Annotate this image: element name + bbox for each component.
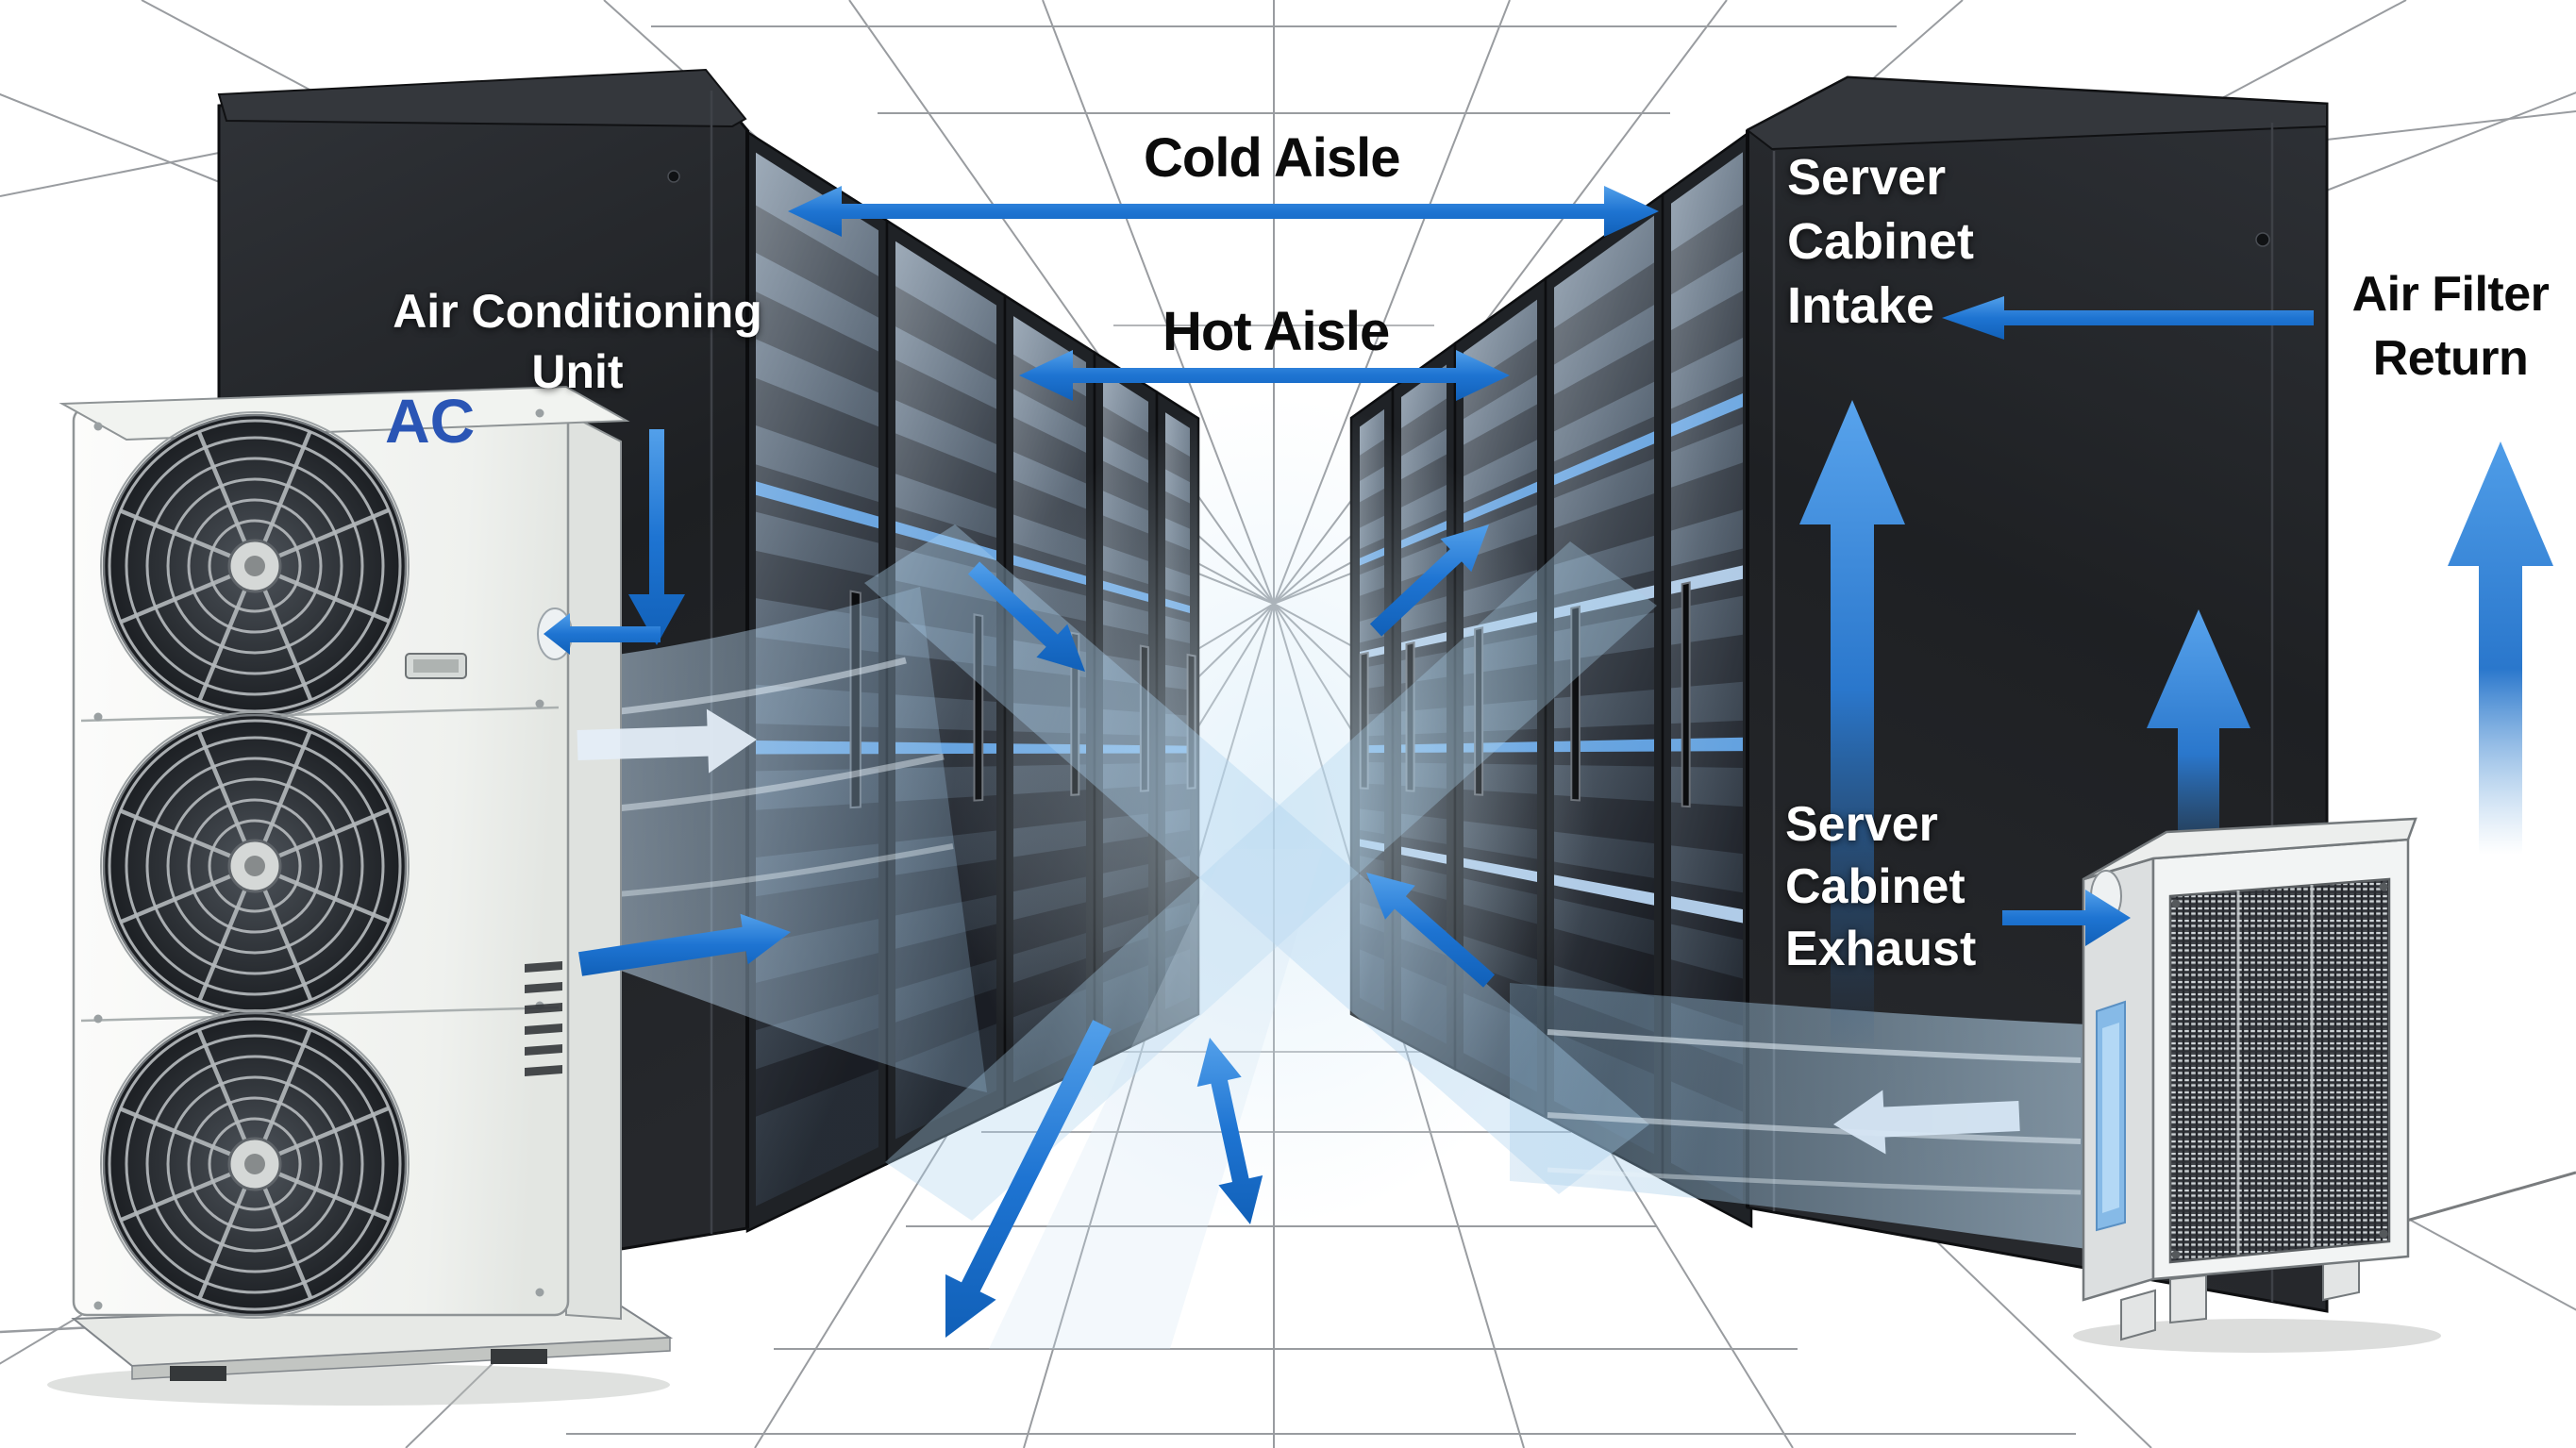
aisle-double-arrow-icon (1196, 1038, 1263, 1224)
aisle-arrow-up-left-icon (1366, 873, 1495, 988)
ac-supply-stream (559, 587, 987, 1092)
ac-louver-vents (525, 961, 562, 1076)
exhaust-line3: Exhaust (1785, 922, 1977, 977)
screw-icon (2171, 882, 2388, 1259)
supply-stream-white-arrow-icon (577, 708, 757, 774)
flow-arrows (544, 186, 2553, 1338)
afr-line1: Air Filter (2351, 267, 2550, 322)
aisle-arrow-down-right-icon (967, 561, 1085, 672)
exhaust-line2: Cabinet (1785, 859, 1965, 915)
screw-icon (2255, 232, 2270, 247)
filter-unit-up-arrow-icon (2147, 609, 2250, 851)
supply-stream-arrow-icon (578, 913, 791, 976)
aisle-long-arrow-icon (945, 1020, 1112, 1338)
wall-up-arrow-icon (2448, 441, 2553, 855)
ac-unit-label-line2: Unit (531, 345, 624, 398)
ac-unit-label-line1: Air Conditioning (393, 285, 762, 338)
cross-stream-a (864, 524, 1649, 1194)
hot-aisle-label: Hot Aisle (1163, 301, 1390, 362)
exhaust-arrow-icon (2002, 890, 2131, 946)
aisle-floor-stream (989, 849, 1323, 1349)
intake-up-arrow-icon (1799, 400, 1905, 1043)
exhaust-stream-pale-arrow-icon (1833, 1090, 2020, 1155)
filter-mesh-grille (2168, 877, 2391, 1264)
air-filter-return-arrow-icon (1942, 296, 2314, 340)
cold-aisle-label: Cold Aisle (1144, 127, 1400, 189)
intake-line2: Cabinet (1787, 213, 1975, 271)
ac-unit-label: Air Conditioning Unit (304, 281, 851, 402)
server-cabinet-intake-label: Server Cabinet Intake (1787, 145, 1974, 338)
air-conditioning-unit (47, 385, 674, 1406)
hot-aisle-arrow-icon (1019, 350, 1510, 401)
exhaust-stream (1510, 983, 2087, 1249)
intake-line3: Intake (1787, 277, 1935, 335)
ac-badge-label: AC (385, 386, 476, 456)
intake-line1: Server (1787, 149, 1947, 206)
air-filter-return-label: Air Filter Return (2323, 263, 2576, 391)
cold-air-glow (953, 396, 1595, 1226)
cold-aisle-arrow-icon (788, 186, 1659, 237)
filter-top-cap (2083, 817, 2417, 881)
ac-pointer-left-arrow-icon (544, 613, 661, 655)
exhaust-line1: Server (1785, 797, 1938, 852)
ac-pointer-down-arrow-icon (628, 429, 685, 645)
server-cabinet-exhaust-label: Server Cabinet Exhaust (1785, 793, 1976, 980)
screw-icon (667, 170, 680, 183)
aisle-arrow-up-right-icon (1369, 524, 1489, 637)
afr-line2: Return (2372, 330, 2529, 386)
ac-fan-icon (100, 411, 410, 1319)
screw-icon (93, 408, 544, 1310)
ac-side-panel (565, 411, 622, 1321)
air-filter-unit (2073, 817, 2441, 1353)
